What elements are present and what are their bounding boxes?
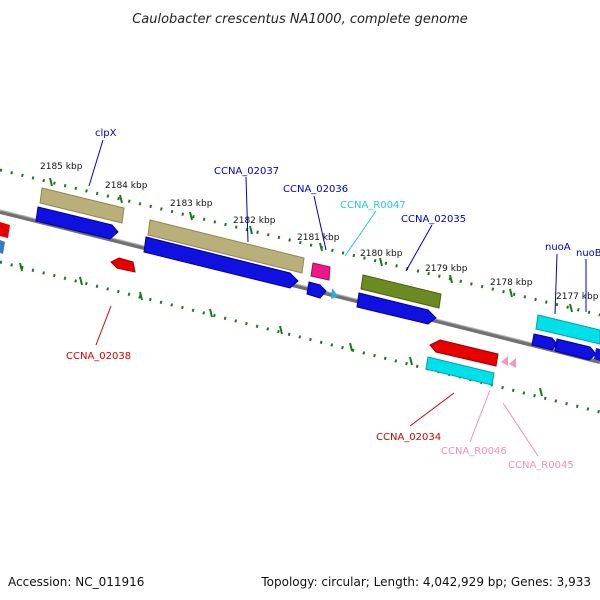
gene-label-nuoB: nuoB (576, 248, 600, 259)
kbp-label: 2179 kbp (425, 264, 468, 274)
gene-arrow-nuoA (531, 333, 558, 351)
gene-arrow-ccna-02038 (110, 257, 136, 273)
kbp-label: 2184 kbp (105, 181, 148, 191)
gene-label-nuoA: nuoA (545, 242, 571, 253)
gene-label-ccna-02036: CCNA_02036 (283, 184, 348, 195)
gene-label-ccna-02037: CCNA_02037 (214, 166, 279, 177)
cds-feature-ccna-02034 (425, 356, 495, 386)
cds-feature-ccna-02037 (147, 219, 305, 274)
gene-label-ccna-02035: CCNA_02035 (401, 214, 466, 225)
upper-tick-track (0, 168, 600, 317)
gene-label-ccna-r0045: CCNA_R0045 (508, 460, 574, 471)
gene-label-ccna-r0047: CCNA_R0047 (340, 200, 406, 211)
label-leaders (88, 139, 587, 457)
kbp-label: 2178 kbp (490, 278, 533, 288)
kbp-label: 2182 kbp (233, 216, 276, 226)
kbp-label: 2181 kbp (297, 233, 340, 243)
gene-arrow-edge (594, 348, 600, 361)
gene-arrow-nuoB (554, 338, 597, 361)
gene-arrow-clpX (35, 206, 119, 240)
gene-fragment-left-blue (0, 240, 5, 254)
gene-label-clpX: clpX (95, 128, 117, 139)
gene-fragment-left-red (0, 222, 10, 238)
kbp-label: 2183 kbp (170, 199, 213, 209)
kbp-label: 2177 kbp (556, 292, 599, 302)
gene-arrow-ccna-02034 (429, 339, 499, 367)
kbp-label: 2180 kbp (360, 249, 403, 259)
cds-feature-ccna-02036 (310, 262, 331, 281)
gene-arrow-ccna-02036 (306, 281, 327, 299)
upper-major-ticks (49, 177, 573, 313)
cds-feature-ccna-02035 (360, 274, 442, 309)
gene-arrow-ccna-02037 (143, 236, 299, 289)
cds-feature-clpX (39, 187, 125, 224)
genome-stats-text: Topology: circular; Length: 4,042,929 bp… (260, 575, 591, 589)
gene-label-ccna-02034: CCNA_02034 (376, 432, 441, 443)
accession-text: Accession: NC_011916 (8, 575, 144, 589)
gene-label-ccna-02038: CCNA_02038 (66, 351, 131, 362)
gene-label-ccna-r0046: CCNA_R0046 (441, 446, 507, 457)
gene-arrow-ccna-r0047 (331, 288, 338, 299)
gene-arrow-ccna-02035 (356, 292, 437, 325)
trna-feature-nuo (535, 314, 600, 345)
kbp-label: 2185 kbp (40, 162, 83, 172)
lower-tick-track (0, 260, 600, 414)
map-title: Caulobacter crescentus NA1000, complete … (132, 12, 468, 27)
gene-arrow-ccna-r0045 (509, 358, 516, 368)
gene-arrow-ccna-r0046 (501, 356, 508, 366)
